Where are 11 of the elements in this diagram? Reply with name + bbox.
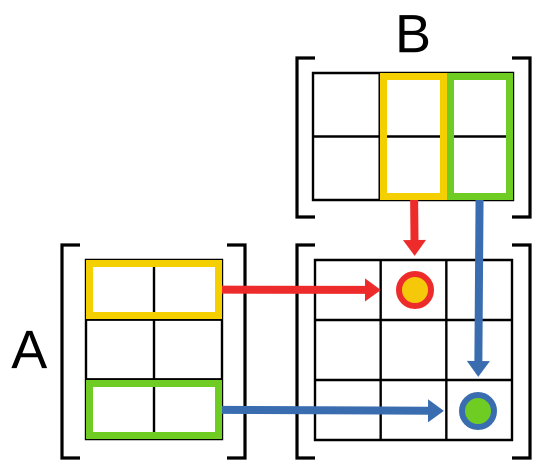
highlight-frame: [86, 380, 222, 439]
dot: [459, 392, 497, 430]
matrix: B: [295, 15, 532, 219]
node-label: B: [399, 15, 428, 52]
highlight-frame: [86, 260, 222, 319]
matrix: [295, 243, 532, 460]
highlight-frame: [380, 73, 447, 200]
node-label: A: [11, 330, 48, 368]
matrix: A: [11, 243, 247, 460]
dot: [396, 271, 434, 309]
highlight-frame: [447, 73, 513, 200]
